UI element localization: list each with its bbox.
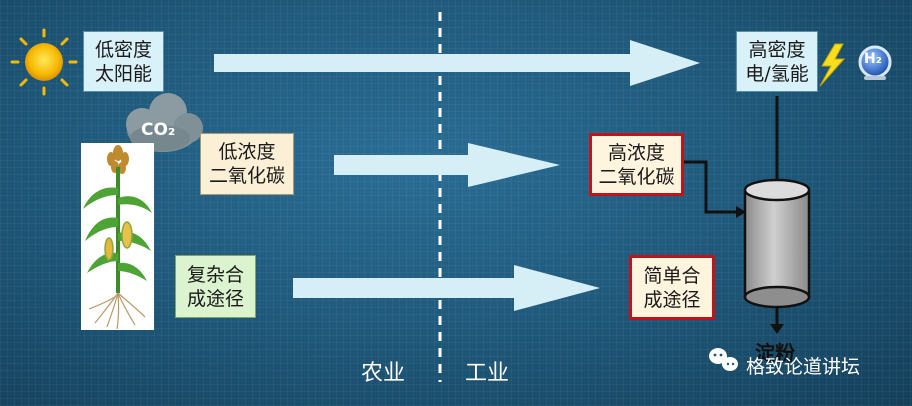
high-density-energy-box: 高密度 电/氢能 bbox=[736, 31, 818, 92]
low-concentration-co2-box: 低浓度 二氧化碳 bbox=[200, 133, 294, 195]
high-density-energy-label: 高密度 电/氢能 bbox=[745, 38, 809, 85]
sun-icon bbox=[10, 28, 78, 96]
wechat-icon bbox=[709, 348, 738, 371]
high-concentration-co2-label: 高浓度 二氧化碳 bbox=[598, 141, 675, 188]
h2-label: H₂ bbox=[864, 51, 882, 67]
simple-pathway-box: 简单合 成途径 bbox=[629, 255, 715, 320]
watermark-text: 格致论道讲坛 bbox=[746, 356, 861, 378]
starch-label: 淀粉 bbox=[755, 341, 795, 365]
arrow-path bbox=[293, 265, 600, 311]
high-concentration-co2-box: 高浓度 二氧化碳 bbox=[589, 133, 684, 196]
connector-co2 bbox=[683, 160, 737, 214]
industry-label: 工业 bbox=[465, 361, 510, 386]
agriculture-label: 农业 bbox=[361, 361, 406, 386]
low-concentration-co2-label: 低浓度 二氧化碳 bbox=[208, 141, 285, 187]
arrow-energy bbox=[214, 40, 700, 86]
watermark: 格致论道讲坛 bbox=[746, 352, 860, 379]
reactor-icon bbox=[743, 178, 811, 309]
cloud-icon bbox=[126, 93, 203, 152]
arrow-co2 bbox=[334, 143, 560, 187]
co2-label: CO₂ bbox=[141, 120, 176, 140]
simple-pathway-label: 简单合 成途径 bbox=[643, 264, 701, 311]
lightning-icon bbox=[819, 43, 846, 87]
complex-pathway-box: 复杂合 成途径 bbox=[175, 255, 256, 318]
h2-icon bbox=[858, 45, 892, 80]
low-density-solar-box: 低密度 太阳能 bbox=[83, 31, 164, 92]
corn-plant-image bbox=[81, 143, 154, 330]
complex-pathway-label: 复杂合 成途径 bbox=[186, 263, 244, 310]
low-density-solar-label: 低密度 太阳能 bbox=[94, 38, 152, 85]
